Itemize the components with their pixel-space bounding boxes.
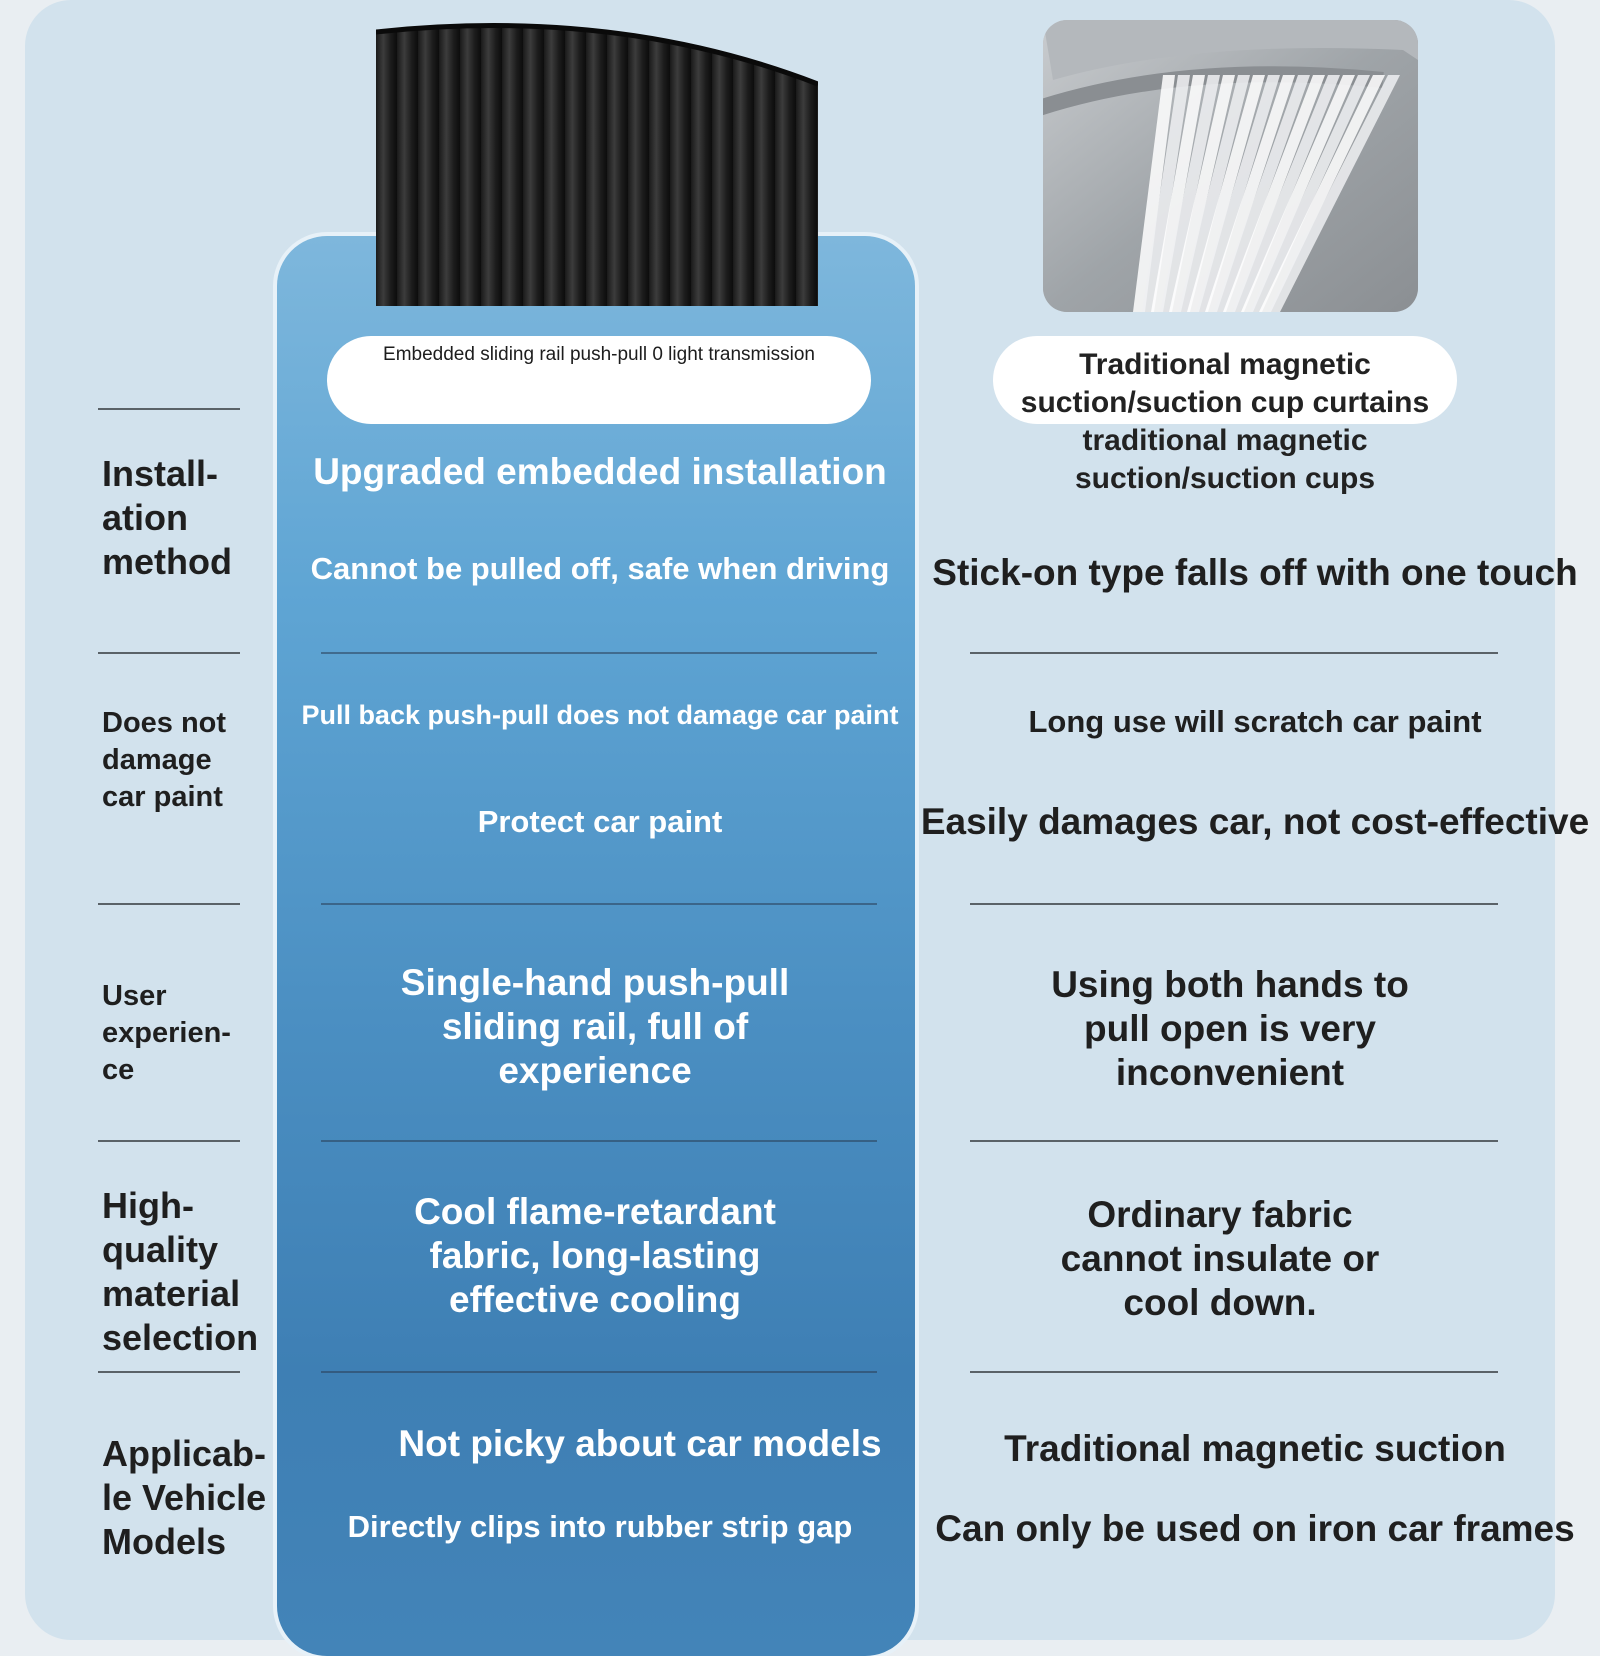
traditional-title-pill — [993, 336, 1457, 424]
curtain-product-image — [376, 23, 818, 306]
traditional-title: Traditional magnetic suction/suction cup… — [1020, 348, 1430, 419]
row-label-installation: Install-ation method — [102, 453, 232, 582]
product-divider — [321, 652, 877, 654]
product-installation-detail: Cannot be pulled off, safe when driving — [310, 551, 890, 586]
row-label-user-experience: User experien-ce — [102, 980, 231, 1086]
traditional-material-text: Ordinary fabric cannot insulate or cool … — [1060, 1194, 1380, 1323]
traditional-paint-detail: Long use will scratch car paint — [1028, 704, 1482, 739]
product-name: Embedded sliding rail push-pull 0 light … — [383, 344, 815, 365]
traditional-installation-detail: Stick-on type falls off with one touch — [932, 552, 1578, 593]
product-column — [277, 236, 915, 1656]
traditional-divider — [970, 1140, 1498, 1142]
product-paint-detail: Pull back push-pull does not damage car … — [301, 700, 899, 730]
product-paint-headline: Protect car paint — [477, 804, 723, 839]
label-divider — [98, 408, 240, 410]
row-label-vehicle-models: Applicab-le Vehicle Models — [102, 1433, 267, 1562]
traditional-vehicle-headline: Traditional magnetic suction — [1004, 1428, 1506, 1469]
traditional-vehicle-detail: Can only be used on iron car frames — [935, 1508, 1575, 1549]
row-label-car-paint: Does not damage car paint — [102, 707, 227, 813]
product-experience-text: Single-hand push-pull sliding rail, full… — [400, 962, 790, 1091]
traditional-paint-headline: Easily damages car, not cost-effective — [920, 801, 1590, 842]
product-vehicle-detail: Directly clips into rubber strip gap — [347, 1509, 853, 1544]
traditional-divider — [970, 652, 1498, 654]
label-divider — [98, 1140, 240, 1142]
label-divider — [98, 903, 240, 905]
traditional-curtain-image — [1043, 20, 1418, 312]
label-divider — [98, 1371, 240, 1373]
traditional-divider — [970, 1371, 1498, 1373]
traditional-divider — [970, 903, 1498, 905]
product-name-pill — [327, 336, 871, 424]
row-label-material: High-quality material selection — [102, 1185, 259, 1358]
label-divider — [98, 652, 240, 654]
product-installation-headline: Upgraded embedded installation — [313, 451, 887, 492]
traditional-subtitle: traditional magnetic suction/suction cup… — [1074, 424, 1376, 495]
product-vehicle-headline: Not picky about car models — [398, 1423, 882, 1464]
product-material-text: Cool flame-retardant fabric, long-lastin… — [414, 1191, 776, 1320]
traditional-experience-text: Using both hands to pull open is very in… — [1051, 964, 1409, 1093]
product-divider — [321, 1371, 877, 1373]
product-divider — [321, 1140, 877, 1142]
product-divider — [321, 903, 877, 905]
